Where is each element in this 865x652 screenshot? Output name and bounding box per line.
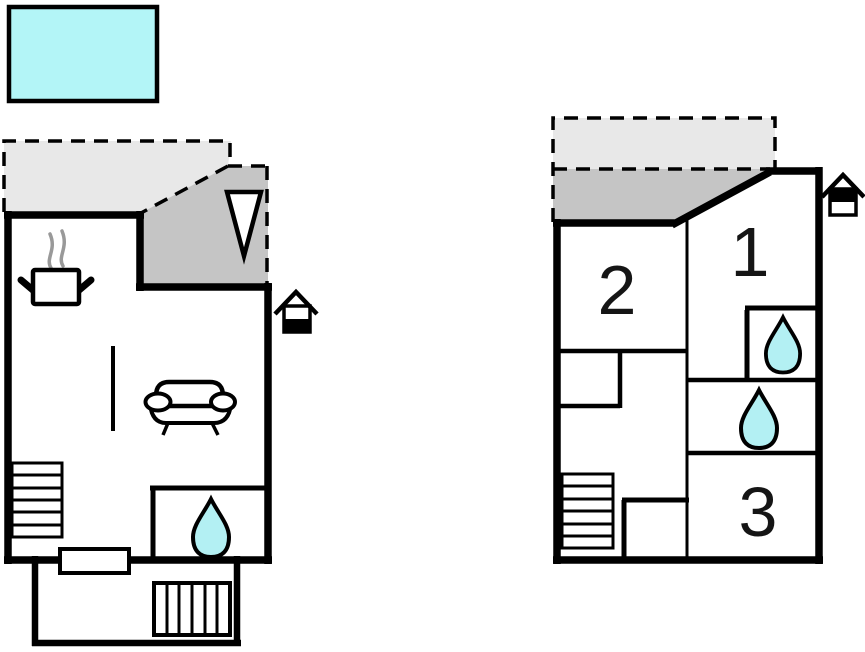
sofa-icon bbox=[143, 379, 237, 436]
exterior-walls-upper bbox=[553, 167, 823, 564]
bathroom-walls bbox=[150, 485, 270, 562]
terrace-dashed-outline bbox=[2, 139, 269, 288]
house-upper-floor-icon bbox=[820, 171, 865, 217]
north-arrow-icon bbox=[224, 189, 264, 265]
balcony-dashed-outline bbox=[551, 116, 777, 222]
covered-balcony bbox=[553, 169, 768, 223]
steam-icon bbox=[47, 229, 67, 270]
room-label-3: 3 bbox=[739, 473, 778, 551]
swimming-pool bbox=[6, 4, 160, 104]
entrance-steps-icon bbox=[152, 581, 232, 637]
water-drop-icon bbox=[763, 313, 803, 375]
upper-floor-plan: 1 2 3 bbox=[551, 116, 865, 564]
room-label-1: 1 bbox=[731, 213, 770, 291]
entrance-porch-walls bbox=[31, 556, 241, 647]
entrance-door bbox=[58, 547, 131, 575]
bathroom-walls-upper bbox=[621, 305, 819, 562]
stairs-icon bbox=[10, 461, 64, 539]
room-label-2: 2 bbox=[598, 251, 637, 329]
cooking-pot-icon bbox=[17, 229, 95, 307]
interior-walls-upper bbox=[556, 348, 819, 456]
stairs-icon bbox=[560, 472, 615, 550]
open-terrace bbox=[4, 141, 231, 212]
house-ground-floor-icon bbox=[273, 288, 319, 334]
ground-floor-plan bbox=[2, 4, 319, 647]
exterior-walls bbox=[4, 211, 272, 564]
water-drop-icon bbox=[190, 494, 232, 560]
open-balcony bbox=[553, 118, 775, 170]
water-drop-icon bbox=[738, 385, 780, 451]
